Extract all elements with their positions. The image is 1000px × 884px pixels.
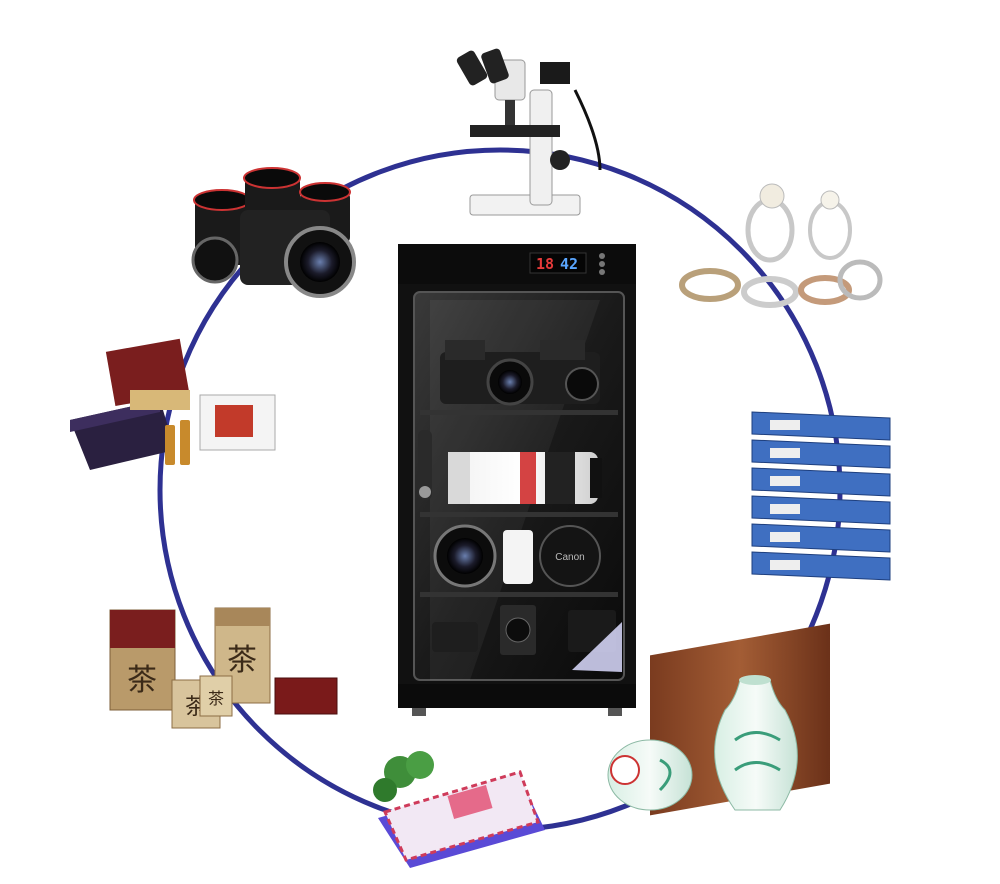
- humidity-display: [529, 252, 587, 274]
- tea-label: 茶: [127, 663, 157, 698]
- binders-icon: [751, 411, 891, 581]
- tea-boxes-icon: 茶 茶 茶 茶: [109, 607, 338, 729]
- humidity-readout: 42: [560, 255, 578, 273]
- temperature-readout: 18: [536, 255, 554, 273]
- telephoto-lens: [448, 452, 602, 504]
- tea-label: 茶: [227, 643, 257, 678]
- control-button[interactable]: [599, 253, 605, 259]
- tea-label: 茶: [208, 689, 224, 708]
- door-lock[interactable]: [418, 430, 432, 500]
- dry-cabinet: 18 42: [398, 244, 636, 716]
- camera-lenses-icon: [191, 167, 356, 298]
- camera-in-cabinet: [440, 340, 600, 406]
- lens-cap-brand: Canon: [555, 552, 584, 563]
- control-button[interactable]: [599, 261, 605, 267]
- rings-icon: [679, 183, 883, 308]
- lens-canister: [503, 530, 533, 584]
- gift-box-icon: [70, 338, 276, 470]
- microscope-icon: [456, 48, 602, 216]
- porcelain-vase-icon: [607, 623, 830, 816]
- stamp-album-icon: [373, 751, 545, 868]
- control-button[interactable]: [599, 269, 605, 275]
- lens-cap: [539, 525, 601, 587]
